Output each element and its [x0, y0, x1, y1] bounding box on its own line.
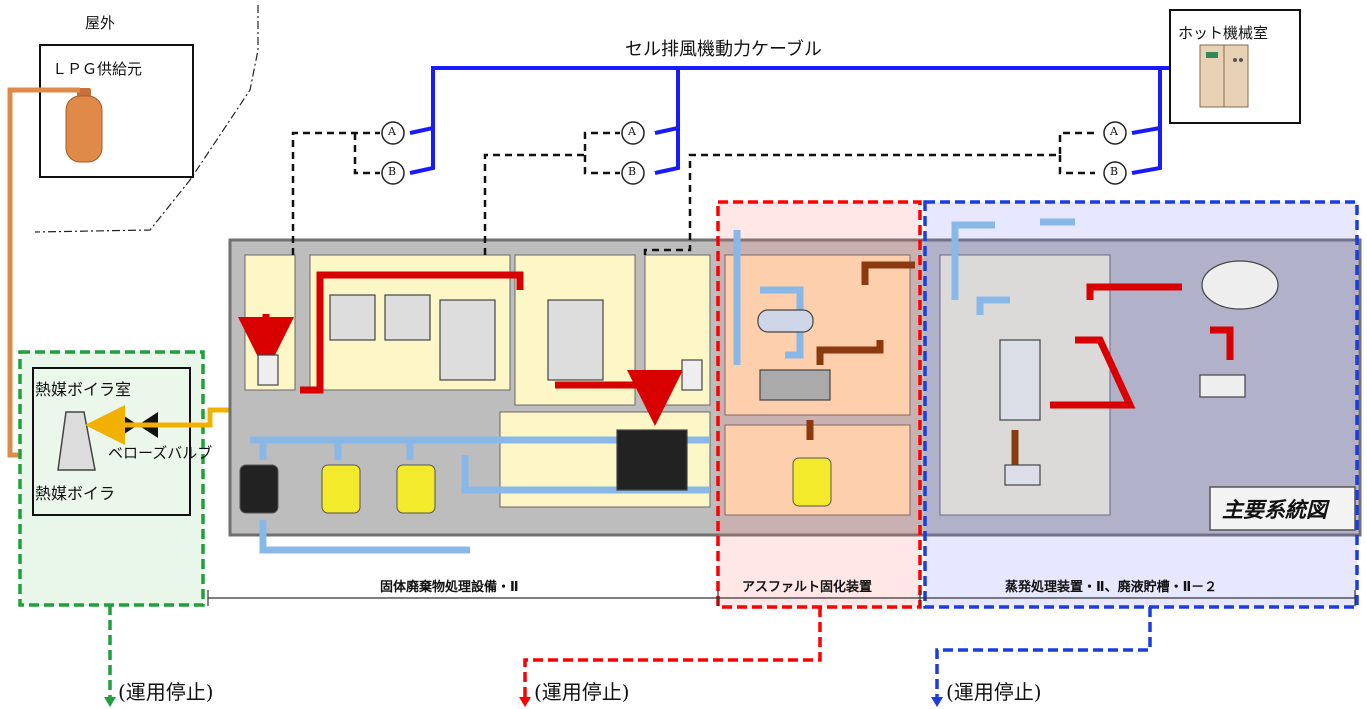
top-cable-label: セル排風機動力ケーブル	[625, 39, 822, 60]
red-stop-line	[523, 607, 822, 700]
power-cable	[409, 66, 1175, 175]
lpg-cylinder-icon	[65, 88, 103, 163]
bellows-valve-label: ベローズバルブ	[108, 444, 213, 462]
asphalt-zone	[716, 200, 922, 609]
exhaust-ducts	[291, 131, 1095, 255]
brown-flow-lines	[806, 261, 1019, 465]
section-label-solid-waste: 固体廃棄物処理設備・Ⅱ	[380, 580, 519, 595]
hot-machine-room-label: ホット機械室	[1178, 24, 1269, 42]
blue-arrow-head	[931, 697, 943, 707]
status-label-blue: (運用停止)	[946, 680, 1042, 704]
fan-5b-label: B	[1110, 165, 1119, 178]
fan-5a-label: A	[1110, 125, 1118, 138]
section-label-evaporator: 蒸発処理装置・Ⅱ、廃液貯槽・Ⅱ－２	[1005, 580, 1218, 595]
fan-3a-label: A	[388, 125, 396, 138]
boiler-room-label: 熱媒ボイラ室	[35, 380, 132, 399]
outdoor-boundary-line	[34, 5, 259, 233]
section-dimension-line	[207, 590, 1356, 606]
boiler-label: 熱媒ボイラ	[35, 484, 116, 503]
evaporator-zone	[923, 200, 1359, 609]
fan-5a	[1103, 121, 1127, 145]
fan-3b-label: B	[388, 165, 397, 178]
blue-stop-line	[935, 607, 1152, 700]
fan-4a	[621, 121, 645, 145]
fan-3b	[381, 161, 405, 185]
red-flow-lines	[238, 271, 1234, 426]
lpg-supplier-label: ＬＰＧ供給元	[52, 60, 143, 78]
fan-4a-label: A	[628, 125, 636, 138]
fan-4b	[621, 161, 645, 185]
main-diagram-title-box	[1209, 486, 1356, 531]
fan-3a	[381, 121, 405, 145]
status-label-red: (運用停止)	[534, 680, 630, 704]
main-diagram-title: 主要系統図	[1222, 498, 1327, 522]
status-label-green: (運用停止)	[118, 680, 214, 704]
lpg-supplier-box	[39, 44, 194, 178]
red-arrow-head	[519, 697, 531, 707]
control-panel-icon	[1199, 44, 1249, 108]
section-label-asphalt: アスファルト固化装置	[742, 580, 873, 595]
drum-icons	[239, 457, 832, 514]
fan-5b	[1103, 161, 1127, 185]
outdoor-area-label: 屋外	[85, 14, 116, 32]
green-arrow-head	[104, 697, 116, 707]
fan-4b-label: B	[628, 165, 637, 178]
equipment-group	[257, 260, 1279, 491]
